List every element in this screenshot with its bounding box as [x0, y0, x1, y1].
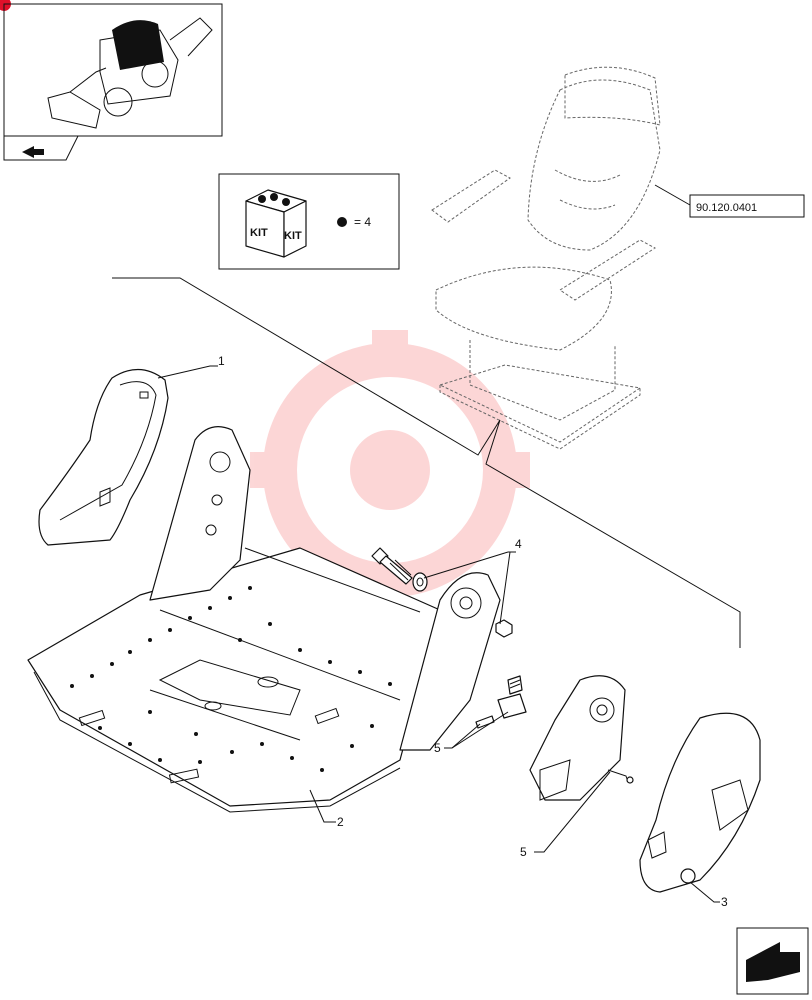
callout-number: 4	[515, 537, 522, 551]
part-4-bolt-set	[371, 547, 513, 638]
watermark-logo	[250, 330, 530, 610]
bullet-dot-icon	[337, 217, 347, 227]
machine-thumbnail[interactable]	[3, 3, 223, 161]
callout-number: 5	[434, 741, 441, 755]
recliner-mechanism	[529, 675, 634, 801]
corner-marker	[0, 0, 11, 11]
kit-cube-icon: KIT KIT	[245, 189, 307, 258]
callout-3[interactable]: 3	[689, 881, 728, 909]
callout-number: 1	[218, 354, 225, 368]
part-1-side-cover	[38, 368, 169, 546]
reference-label[interactable]: 90.120.0401	[654, 184, 805, 218]
assembled-seat-illustration	[431, 66, 661, 450]
callout-4[interactable]: 4	[423, 537, 522, 625]
next-page-arrow-icon	[746, 942, 800, 982]
callout-5-lower[interactable]: 5	[520, 771, 611, 859]
reference-number: 90.120.0401	[696, 202, 757, 214]
part-3-side-cover	[639, 712, 761, 893]
callout-5-upper[interactable]: 5	[434, 711, 509, 755]
callout-number: 3	[721, 895, 728, 909]
kit-label-right: KIT	[284, 230, 302, 242]
assembly-guide-line	[112, 277, 741, 648]
kit-quantity: = 4	[354, 215, 371, 229]
next-page-arrow-icon[interactable]	[22, 146, 44, 158]
next-page-button[interactable]	[736, 927, 809, 995]
part-2-seat-frame	[27, 426, 501, 813]
callout-number: 5	[520, 845, 527, 859]
callout-number: 2	[337, 815, 344, 829]
callout-2[interactable]: 2	[309, 789, 344, 829]
backhoe-loader-thumbnail	[47, 17, 213, 129]
frame-holes	[70, 586, 392, 772]
callout-1[interactable]: 1	[157, 354, 225, 379]
part-5-spring-latch	[475, 675, 527, 729]
kit-box: KIT KIT = 4	[218, 173, 400, 270]
kit-label-left: KIT	[250, 227, 268, 239]
